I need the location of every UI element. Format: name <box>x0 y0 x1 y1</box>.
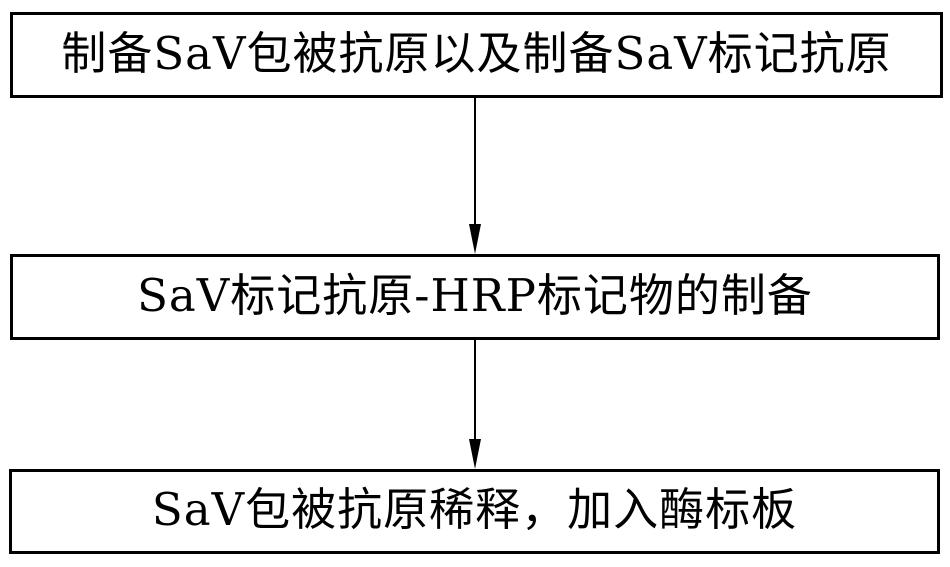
arrow-down-icon <box>469 340 481 469</box>
flow-step-3-box: SaV包被抗原稀释，加入酶标板 <box>9 469 940 554</box>
flow-step-1-box: 制备SaV包被抗原以及制备SaV标记抗原 <box>10 12 943 98</box>
flow-step-2-label: SaV标记抗原-HRP标记物的制备 <box>137 268 813 322</box>
arrow-down-icon <box>469 98 481 254</box>
flow-step-1-label: 制备SaV包被抗原以及制备SaV标记抗原 <box>61 26 892 80</box>
flow-step-3-label: SaV包被抗原稀释，加入酶标板 <box>151 483 798 536</box>
flow-step-2-box: SaV标记抗原-HRP标记物的制备 <box>10 254 940 340</box>
